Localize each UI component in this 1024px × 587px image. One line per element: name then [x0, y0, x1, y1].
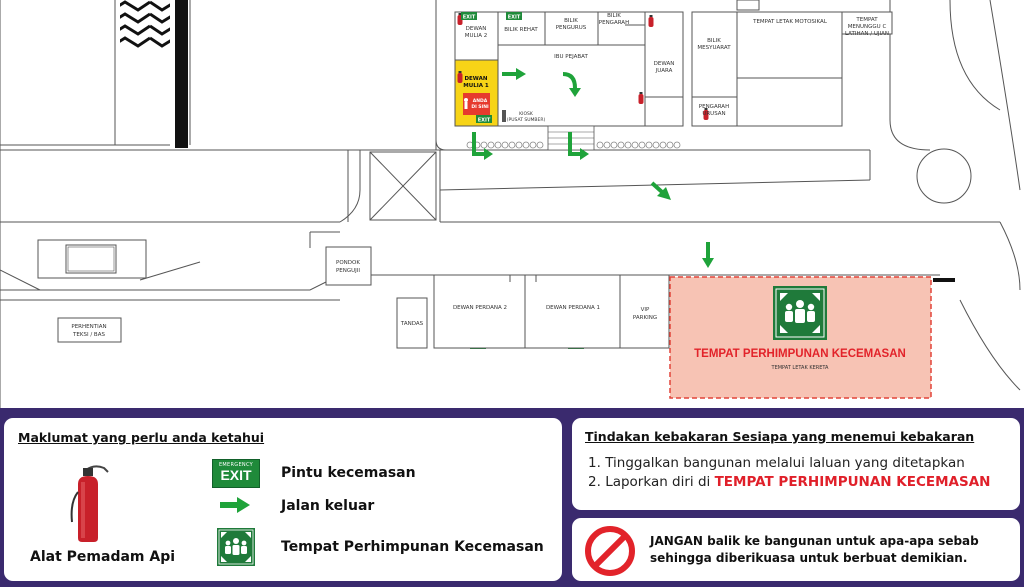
label-pengarah-urusan-l1: PENGARAH	[699, 104, 729, 110]
label-ibu-pejabat: IBU PEJABAT	[554, 54, 588, 60]
evacuation-map: EXIT	[0, 0, 1024, 408]
step-2-text: Laporkan diri di	[605, 474, 711, 490]
label-kiosk-l1: KIOSK	[519, 111, 534, 117]
legend-item-route-label: Jalan keluar	[281, 498, 375, 514]
label-tempat-menunggu-l2: MENUNGGU C	[848, 24, 887, 30]
assembly-point-map-icon	[773, 286, 827, 340]
step-2-highlight: TEMPAT PERHIMPUNAN KECEMASAN	[714, 474, 991, 490]
fire-extinguisher-icon	[70, 465, 109, 542]
label-bilik-pengarah-l1: BILIK	[607, 13, 621, 19]
legend-item-exit-label: Pintu kecemasan	[281, 465, 416, 481]
roundabout	[916, 148, 972, 204]
black-barrier	[175, 0, 188, 148]
action-step-2: 2. Laporkan diri di TEMPAT PERHIMPUNAN K…	[588, 474, 990, 490]
step-2-number: 2.	[588, 474, 601, 490]
label-bilik-rehat: BILIK REHAT	[504, 27, 538, 33]
label-bilik-mesyuarat-l1: BILIK	[707, 38, 721, 44]
label-dewan-juara-l1: DEWAN	[654, 61, 675, 67]
label-dewan-juara-l2: JUARA	[655, 68, 673, 74]
fire-action-panel: Tindakan kebakaran Sesiapa yang menemui …	[572, 418, 1020, 510]
label-bilik-pengurus-l2: PENGURUS	[556, 25, 587, 31]
label-dewan-mulia-2-l2: MULIA 2	[465, 33, 487, 39]
label-vip-parking-l2: PARKING	[633, 315, 657, 321]
label-tempat-letak-motosikal: TEMPAT LETAK MOTOSIKAL	[752, 19, 828, 25]
road-marker	[933, 278, 955, 282]
label-bilik-mesyuarat-l2: MESYUARAT	[697, 45, 731, 51]
exit-sign-main-text: EXIT	[220, 467, 252, 483]
label-pondok-pengujii-l2: PENGUJII	[336, 268, 360, 274]
warning-text: JANGAN balik ke bangunan untuk apa-apa s…	[650, 534, 979, 565]
label-dewan-perdana-1: DEWAN PERDANA 1	[546, 305, 600, 311]
label-dewan-mulia-1-l1: DEWAN	[464, 76, 487, 82]
label-assembly-title: TEMPAT PERHIMPUNAN KECEMASAN	[694, 348, 906, 360]
label-dewan-mulia-1-l2: MULIA 1	[463, 83, 489, 89]
label-tandas: TANDAS	[400, 321, 424, 327]
step-1-number: 1.	[588, 455, 601, 471]
action-heading: Tindakan kebakaran Sesiapa yang menemui …	[585, 429, 975, 444]
kiosk-marker	[502, 110, 506, 122]
emergency-exit-sign-icon: EMERGENCY EXIT	[212, 459, 260, 488]
extinguisher-label: Alat Pemadam Api	[30, 549, 176, 565]
floor-plan-svg: EXIT	[0, 0, 1021, 408]
action-step-1: 1. Tinggalkan bangunan melalui laluan ya…	[588, 455, 965, 471]
label-tempat-menunggu-l3: LATIHAN / UJIAN	[845, 31, 889, 37]
legend-item-assembly-label: Tempat Perhimpunan Kecemasan	[281, 539, 544, 555]
label-dewan-perdana-2: DEWAN PERDANA 2	[453, 305, 507, 311]
label-anda-di-sini-l1: ANDA	[473, 98, 488, 104]
label-dewan-mulia-2-l1: DEWAN	[466, 26, 487, 32]
step-1-text: Tinggalkan bangunan melalui laluan yang …	[605, 455, 965, 471]
label-perhentian-l2: TEKSI / BAS	[72, 332, 105, 338]
right-buildings	[691, 0, 893, 127]
label-pondok-pengujii-l1: PONDOK	[336, 260, 360, 266]
escape-arrows	[472, 72, 710, 258]
warning-panel: JANGAN balik ke bangunan untuk apa-apa s…	[572, 518, 1020, 581]
label-vip-parking-l1: VIP	[641, 307, 650, 313]
label-anda-di-sini-l2: DI SINI	[471, 104, 489, 110]
label-pengarah-urusan-l2: URUSAN	[702, 111, 725, 117]
chevron-markings	[120, 0, 170, 48]
legend-heading: Maklumat yang perlu anda ketahui	[18, 430, 265, 445]
legend-panel: Maklumat yang perlu anda ketahui Alat Pe…	[4, 418, 562, 581]
you-are-here-marker	[463, 93, 490, 115]
no-entry-icon	[585, 526, 635, 576]
label-kiosk-l2: (PUSAT SUMBER)	[507, 117, 546, 123]
label-tempat-menunggu-l1: TEMPAT	[855, 17, 878, 23]
map-labels: DEWAN MULIA 2 BILIK REHAT BILIK PENGURUS…	[71, 13, 905, 371]
label-bilik-pengurus-l1: BILIK	[564, 18, 578, 24]
exit-sign-small-text: EMERGENCY	[218, 462, 254, 468]
label-perhentian-l1: PERHENTIAN	[71, 324, 106, 330]
label-assembly-sub: TEMPAT LETAK KERETA	[771, 365, 830, 371]
bottom-buildings	[57, 246, 670, 349]
green-arrow-icon	[220, 497, 250, 513]
assembly-point-icon	[217, 528, 255, 566]
escape-arrow-heads	[484, 68, 714, 268]
label-bilik-pengarah-l2: PENGARAH	[599, 20, 629, 26]
